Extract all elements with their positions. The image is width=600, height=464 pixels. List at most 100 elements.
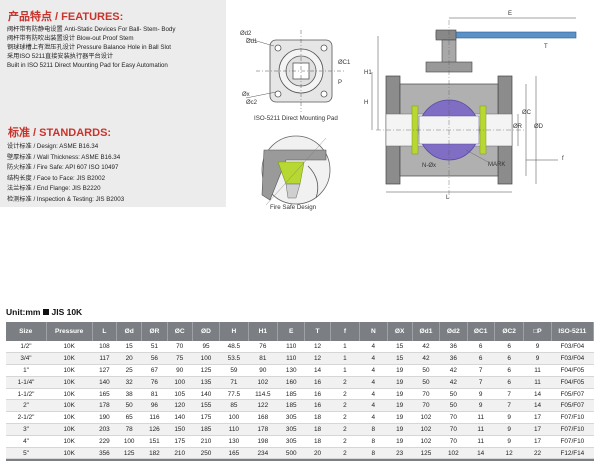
column-header: Pressure [46,322,93,341]
table-cell: 234 [248,447,278,460]
table-cell: 140 [92,376,117,389]
table-cell: 190 [92,411,117,425]
table-cell: 12 [304,352,331,366]
table-cell: 210 [167,447,193,460]
table-cell: 18 [304,435,331,448]
table-cell: F03/F04 [551,341,594,354]
table-cell: 185 [277,399,305,413]
table-cell: 48.5 [219,341,249,354]
table-cell: 6 [494,376,524,389]
table-cell: 140 [167,411,193,425]
table-cell: 4 [359,341,388,354]
table-cell: 90 [167,364,193,377]
table-cell: 17 [523,423,552,436]
table-cell: 185 [192,423,220,436]
table-cell: 10K [46,376,93,389]
table-cell: 1/2" [6,341,46,354]
table-cell: 11 [467,435,495,448]
table-cell: 2 [330,388,360,401]
table-cell: 50 [439,388,467,401]
fire-caption: Fire Safe Design [270,204,317,211]
column-header: Size [6,322,47,341]
table-cell: 203 [92,423,117,436]
table-cell: 2 [330,447,360,460]
table-cell: 15 [387,341,413,354]
table-cell: 14 [304,364,331,377]
table-cell: 50 [116,399,142,413]
table-cell: 126 [141,423,168,436]
table-cell: 2 [330,435,360,448]
table-cell: 8 [359,423,388,436]
table-cell: 1 [330,352,360,366]
label-h1: H1 [364,70,372,76]
table-cell: 100 [219,411,249,425]
table-cell: 7 [467,376,495,389]
table-cell: 10K [46,352,93,366]
column-header: H [219,322,249,341]
label-r: ØR [513,124,522,130]
column-header: T [304,322,331,341]
column-header: ISO-5211 [551,322,595,341]
table-cell: 16 [304,399,331,413]
table-cell: 70 [439,435,467,448]
valve-side-view [371,17,577,200]
table-cell: 210 [192,435,220,448]
table-cell: 9 [523,352,552,366]
table-cell: 10K [46,411,93,425]
table-cell: F07/F10 [551,423,594,436]
table-cell: 116 [141,411,168,425]
table-cell: 23 [387,447,413,460]
column-header: ØC1 [467,322,495,341]
table-cell: 14 [523,388,552,401]
table-cell: 70 [167,341,193,354]
table-cell: 81 [248,352,278,366]
table-cell: 165 [92,388,117,401]
table-cell: F04/F05 [551,364,594,377]
table-cell: F04/F05 [551,376,594,389]
table-cell: 110 [219,423,249,436]
label-c1: ØC1 [338,60,351,66]
table-cell: 2 [330,376,360,389]
table-cell: 70 [439,423,467,436]
column-header: H1 [248,322,279,341]
table-cell: 4 [359,376,388,389]
table-cell: 19 [387,423,413,436]
table-cell: 17 [523,411,552,425]
column-header: □P [523,322,552,341]
table-cell: 100 [192,352,220,366]
label-p: P [338,80,343,86]
label-d: ØD [534,124,543,130]
feature-line: 采用ISO 5211直接安装执行器平台设计 [7,53,114,60]
column-header: f [330,322,361,341]
label-l: L [446,195,450,201]
table-cell: 9 [523,341,552,354]
table-cell: 2 [330,411,360,425]
table-cell: 65 [116,411,142,425]
column-header: N [359,322,388,341]
features-panel: 产品特点 / FEATURES: 阀杆带有防静电设置 Anti-Static D… [0,0,226,207]
table-cell: 155 [192,399,220,413]
table-cell: 4 [359,399,388,413]
table-cell: 70 [412,388,440,401]
table-cell: 78 [116,423,142,436]
table-cell: 175 [167,435,193,448]
label-mark: MARK [488,162,506,168]
feature-line: Built in ISO 5211 Direct Mounting Pad fo… [7,62,168,69]
label-c: ØC [522,110,531,116]
table-cell: 185 [277,388,305,401]
table-cell: 117 [92,352,117,366]
column-header: Ød2 [439,322,468,341]
label-d1: Ød1 [246,39,258,45]
fire-safe-view [261,135,331,206]
table-cell: 130 [219,435,249,448]
column-header: ØC2 [494,322,525,341]
table-cell: 96 [141,399,168,413]
table-cell: 36 [439,352,467,366]
